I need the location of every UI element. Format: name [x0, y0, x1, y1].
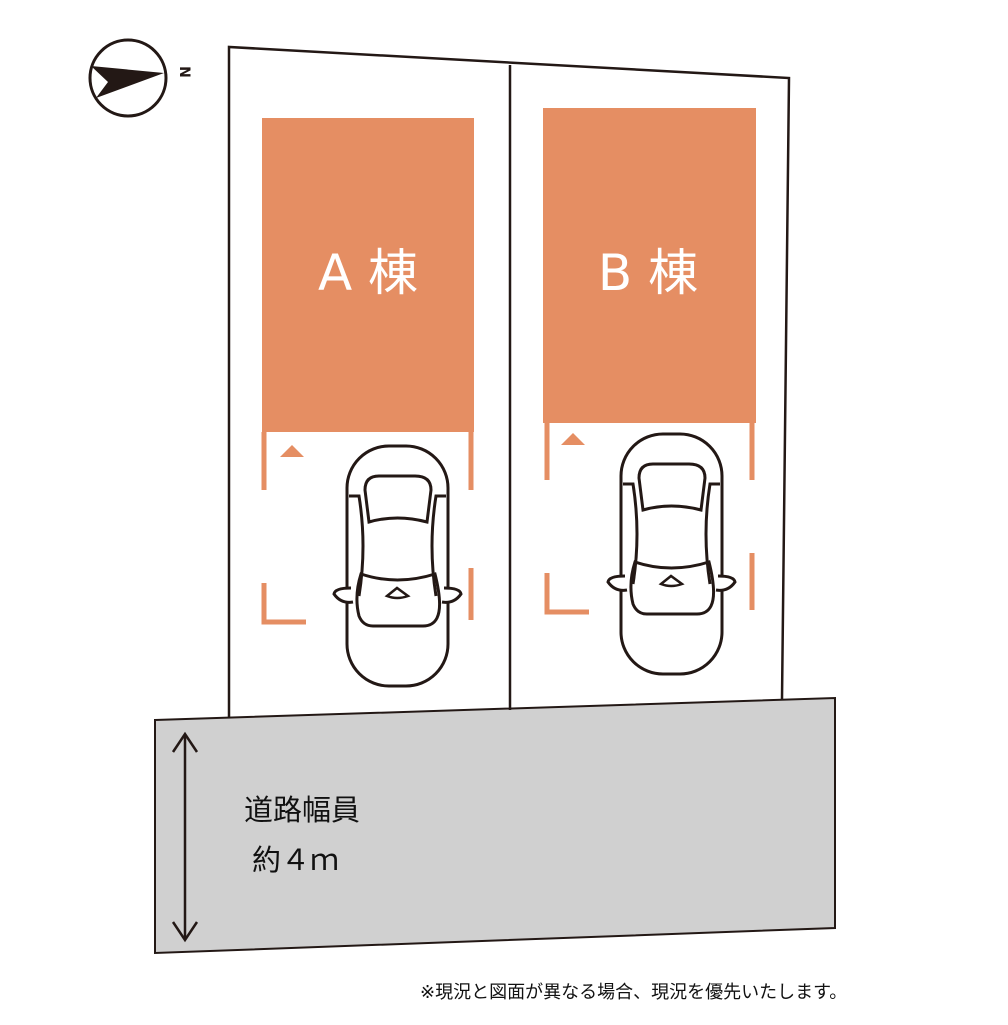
building-b: B 棟 [543, 108, 756, 676]
parking-b-markings [544, 423, 755, 615]
entrance-triangle-icon [561, 433, 585, 445]
building-a-label: A 棟 [318, 244, 418, 302]
north-arrow-icon [91, 66, 164, 98]
disclaimer-note: ※現況と図面が異なる場合、現況を優先いたします。 [420, 982, 848, 1003]
lot-outline [227, 45, 791, 718]
parking-a-markings [261, 432, 474, 625]
road-width-label: 道路幅員 [244, 793, 360, 827]
compass: N [88, 38, 192, 118]
north-label: N [176, 66, 192, 78]
building-b-label: B 棟 [598, 244, 698, 302]
entrance-triangle-icon [280, 445, 304, 457]
building-a: A 棟 [261, 118, 474, 688]
road-width-value: 約４ｍ [252, 843, 339, 877]
road [154, 696, 836, 955]
road-width-arrow-icon [171, 731, 199, 943]
car-b-icon [606, 432, 737, 676]
car-a-icon [332, 444, 463, 688]
